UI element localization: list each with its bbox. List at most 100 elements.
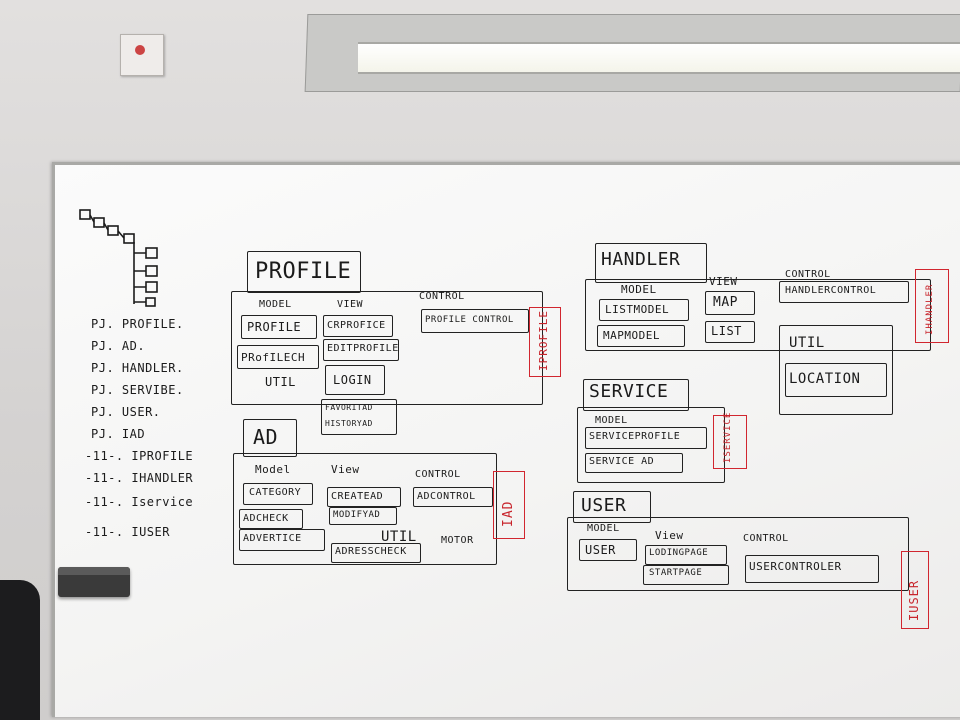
profile-control-item-box [421, 309, 529, 333]
ad-view-item: MODIFYAD [333, 510, 381, 520]
ad-model-item: CATEGORY [249, 487, 302, 498]
alarm-button-icon [135, 45, 145, 55]
profile-model-item: PRofILECH [241, 351, 306, 364]
service-package-box [577, 407, 725, 483]
tree-node [145, 281, 158, 293]
profile-view-item-box [325, 365, 385, 395]
ad-model-item-box [239, 509, 303, 529]
service-model-header: MODEL [595, 415, 628, 426]
tree-node [123, 233, 135, 244]
handler-package-box [585, 279, 931, 351]
profile-model-header: MODEL [259, 299, 292, 310]
profile-view-item-box [323, 339, 399, 361]
handler-util-label: UTIL [789, 335, 825, 351]
user-view-item: STARTPAGE [649, 568, 703, 578]
tree-node [145, 265, 158, 277]
handler-view-header: VIEW [709, 275, 738, 288]
tree-node [93, 217, 105, 228]
user-title: USER [581, 495, 627, 516]
ad-model-item: ADVERTICE [243, 533, 302, 544]
list-item: PJ. PROFILE. [91, 317, 184, 331]
ad-tab [243, 419, 297, 457]
profile-view-item: HISTORYAD [325, 419, 373, 428]
user-control-item-box [745, 555, 879, 583]
service-model-item-box [585, 427, 707, 449]
profile-model-item: PROFILE [247, 320, 302, 334]
ad-control-item-box [413, 487, 493, 507]
list-item: -11-. IHANDLER [85, 471, 194, 485]
profile-view-item: FAVORITAD [325, 403, 373, 412]
handler-tab [595, 243, 707, 283]
user-view-header: View [655, 529, 684, 542]
profile-model-item-box [241, 315, 317, 339]
handler-util-box [779, 325, 893, 415]
list-item: -11-. Iservice [85, 495, 194, 509]
handler-model-header: MODEL [621, 283, 657, 296]
iservice-interface-label: ISERVICE [723, 411, 733, 463]
profile-control-item: PROFILE CONTROL [425, 315, 514, 325]
ad-package-box [233, 453, 497, 565]
ad-view-item-box [327, 487, 401, 507]
ad-model-header: Model [255, 463, 291, 476]
handler-title: HANDLER [601, 249, 681, 270]
list-item: -11-. IUSER [85, 525, 170, 539]
profile-view-item: CRPROFICE [327, 320, 386, 331]
handler-util-item-box [785, 363, 887, 397]
ihandler-interface-box [915, 269, 949, 343]
handler-view-item-box [705, 291, 755, 315]
ad-model-item-box [243, 483, 313, 505]
ihandler-interface-label: IHANDLER [925, 283, 935, 335]
ad-control-header: CONTROL [415, 469, 461, 480]
ad-model-item: ADCHECK [243, 513, 289, 524]
whiteboard-eraser [58, 567, 130, 597]
user-model-header: MODEL [587, 523, 620, 534]
handler-control-item: HANDLERCONTROL [785, 285, 877, 296]
profile-util-label: UTIL [265, 375, 296, 389]
handler-control-header: CONTROL [785, 269, 831, 280]
user-view-item-box [645, 545, 727, 565]
tree-connector [89, 214, 146, 304]
service-model-item: SERVICE AD [589, 456, 655, 467]
profile-tab [247, 251, 361, 293]
handler-model-item-box [597, 325, 685, 347]
whiteboard: PROFILE MODEL VIEW CONTROL PROFILE PRofI… [52, 162, 960, 717]
handler-model-item: LISTMODEL [605, 303, 670, 316]
tree-node [107, 225, 119, 236]
handler-control-item-box [779, 281, 909, 303]
list-item: PJ. HANDLER. [91, 361, 184, 375]
service-tab [583, 379, 689, 411]
ad-view-header: View [331, 463, 360, 476]
iuser-interface-label: IUSER [907, 579, 921, 621]
ad-view-item: CREATEAD [331, 491, 384, 502]
profile-view-item-box [323, 315, 393, 337]
handler-model-item-box [599, 299, 689, 321]
list-item: PJ. AD. [91, 339, 146, 353]
profile-model-item-box [237, 345, 319, 369]
ad-util-item-box [331, 543, 421, 563]
user-tab [573, 491, 651, 523]
user-control-item: USERCONTROLER [749, 560, 842, 573]
ceiling-lamp [304, 0, 960, 92]
ad-util-label: UTIL [381, 529, 417, 545]
fire-alarm-box [120, 34, 164, 76]
tree-node [145, 247, 158, 259]
handler-view-item: MAP [713, 295, 738, 310]
user-view-item: LODINGPAGE [649, 548, 709, 558]
list-item: PJ. USER. [91, 405, 161, 419]
profile-view-item: EDITPROFILE [327, 343, 399, 354]
iuser-interface-box [901, 551, 929, 629]
profile-title: PROFILE [255, 259, 352, 284]
user-package-box [567, 517, 909, 591]
handler-view-item: LIST [711, 324, 742, 338]
eraser-handle [58, 567, 130, 575]
lamp-tube [358, 42, 960, 74]
handler-view-item-box [705, 321, 755, 343]
profile-view-item: LOGIN [333, 373, 372, 387]
user-model-item: USER [585, 543, 616, 557]
service-title: SERVICE [589, 381, 669, 402]
iservice-interface-box [713, 415, 747, 469]
user-view-item-box [643, 565, 729, 585]
profile-view-header: VIEW [337, 299, 364, 310]
ad-view-item-box [329, 507, 397, 525]
